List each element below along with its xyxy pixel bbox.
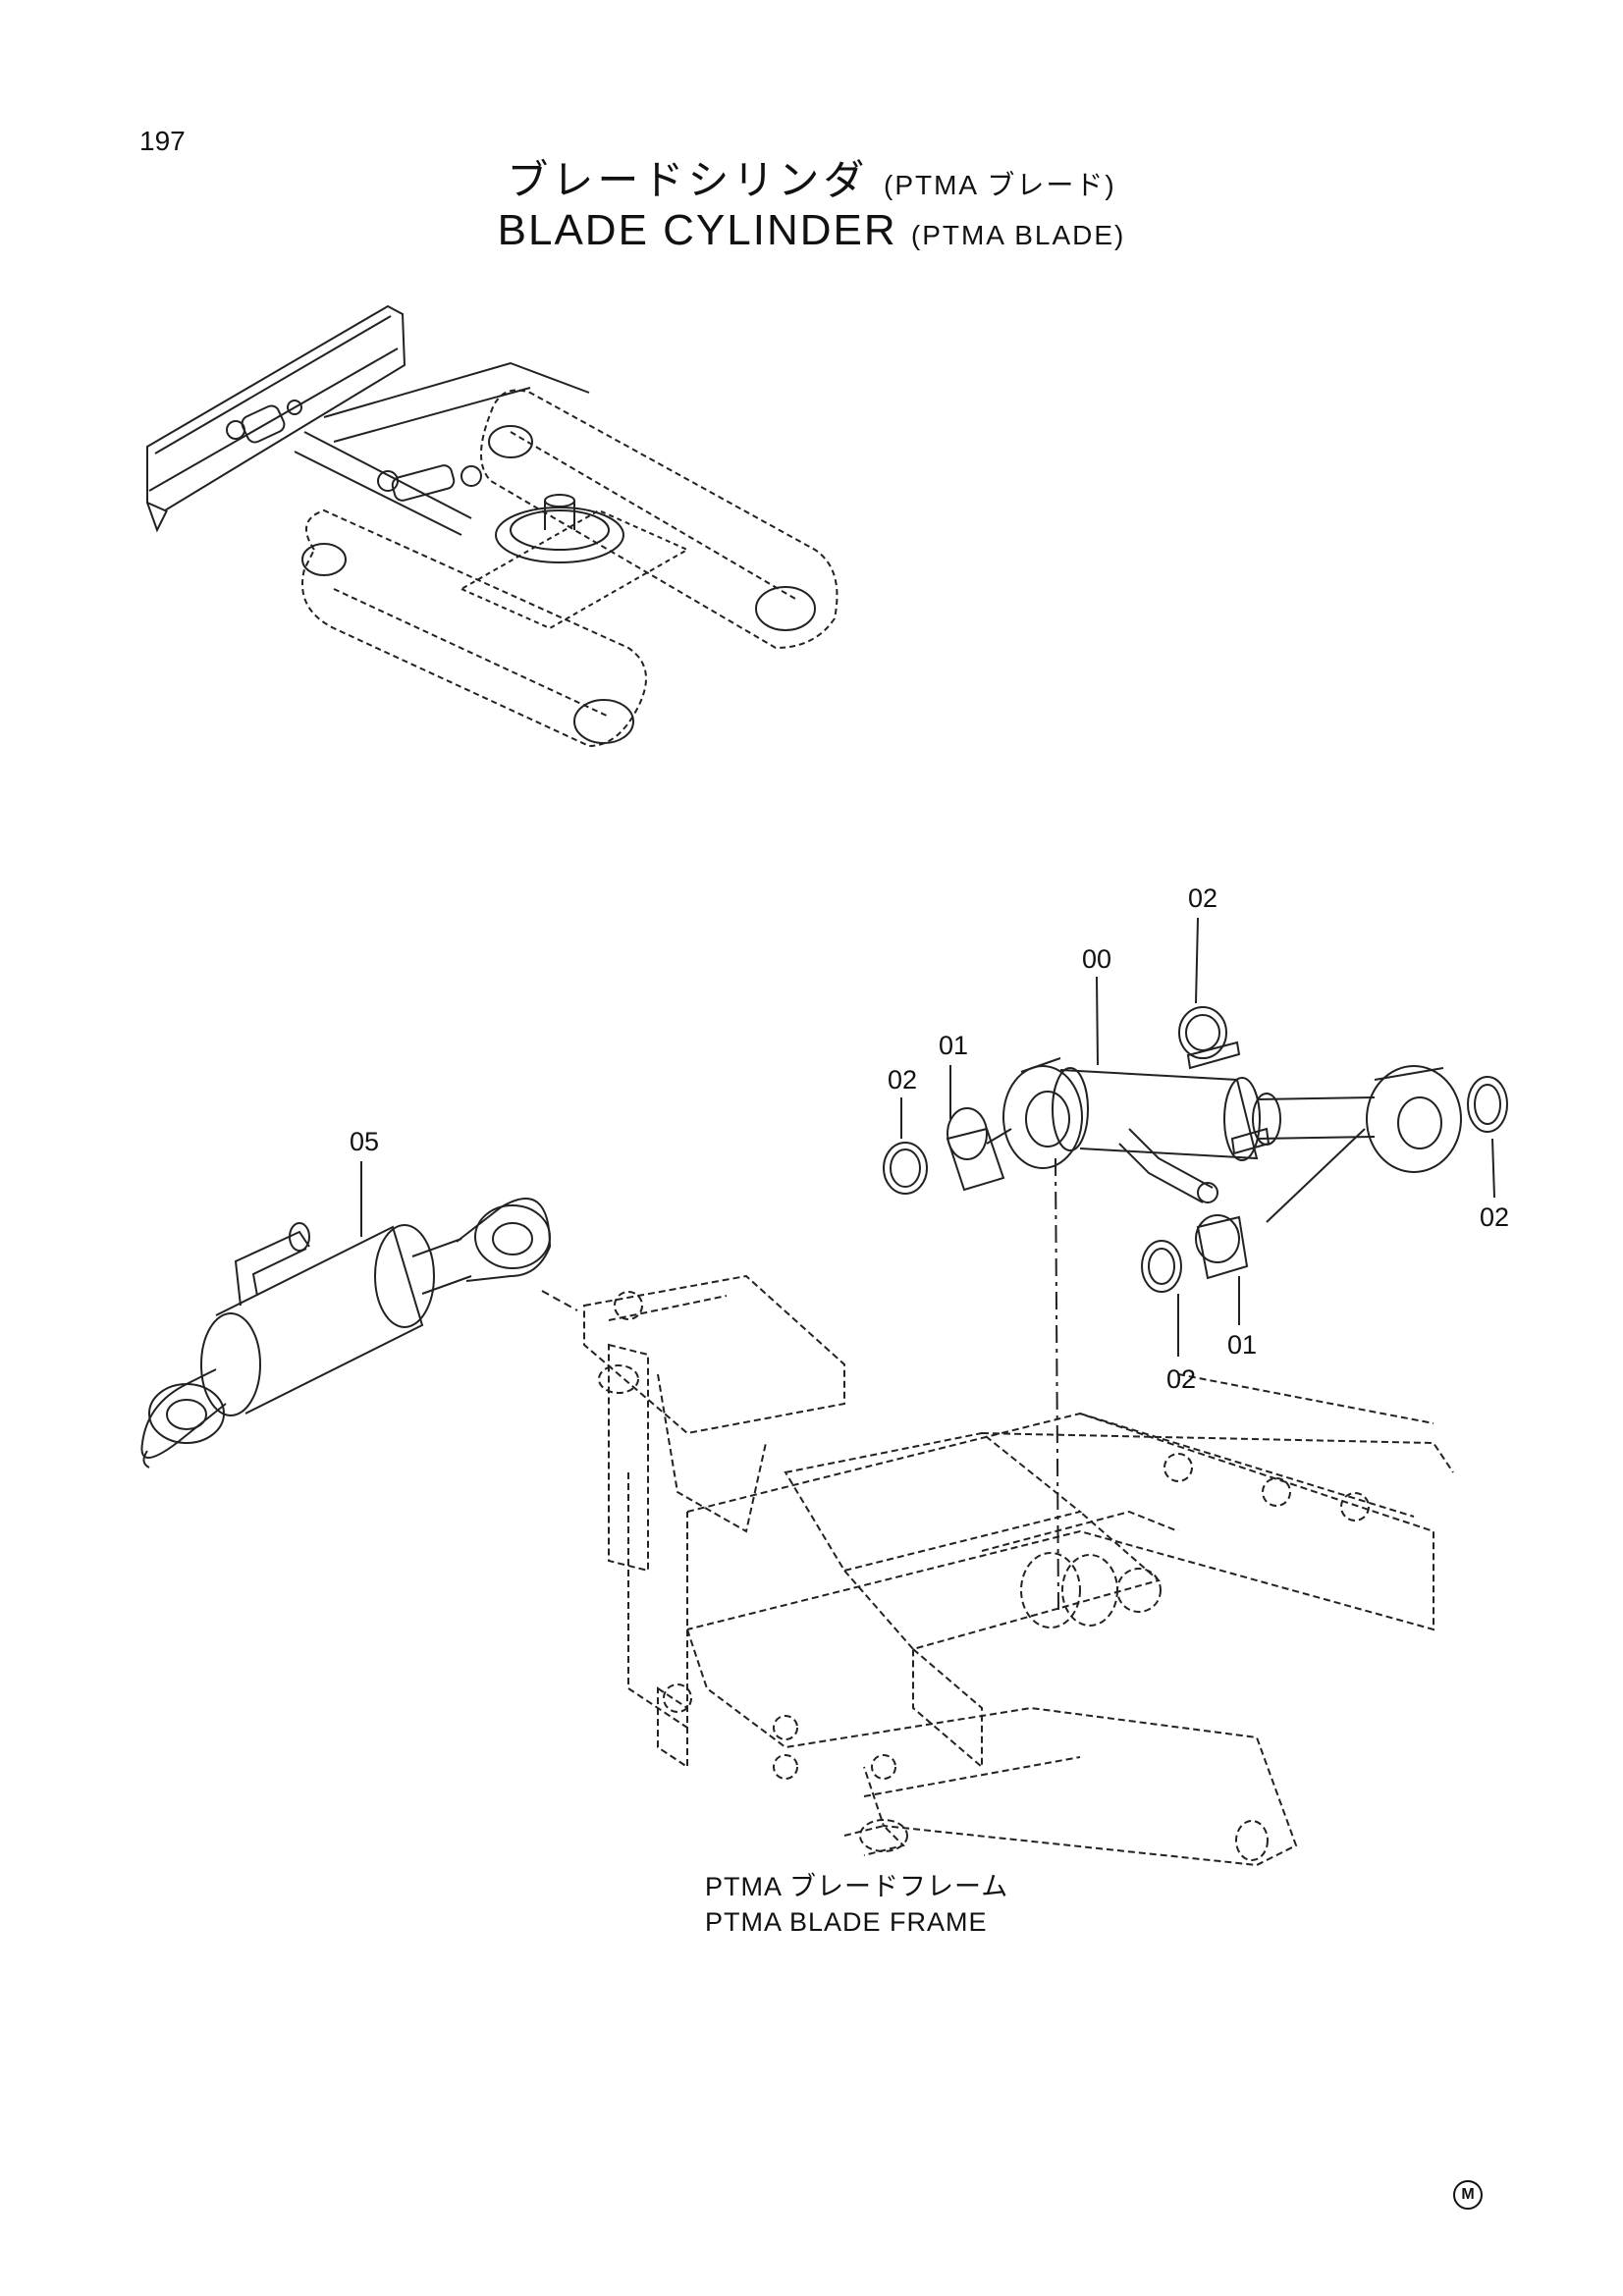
m-mark: M bbox=[1453, 2180, 1483, 2210]
title-jp-sub: (PTMA ブレード) bbox=[884, 170, 1116, 200]
title-japanese: ブレードシリンダ (PTMA ブレード) bbox=[0, 147, 1623, 207]
cylinder-assembly-exploded bbox=[883, 917, 1508, 1611]
callout-05: 05 bbox=[350, 1127, 380, 1156]
callout-01-left: 01 bbox=[939, 1031, 969, 1060]
blade-frame-caption: PTMA ブレードフレーム PTMA BLADE FRAME bbox=[705, 1869, 1008, 1940]
frame-caption-jp: PTMA ブレードフレーム bbox=[705, 1872, 1009, 1901]
page-number: 197 bbox=[139, 126, 186, 156]
callout-00: 00 bbox=[1082, 944, 1112, 974]
cylinder-05 bbox=[140, 1161, 578, 1468]
callout-02-top: 02 bbox=[1188, 883, 1218, 913]
callout-02-lower: 02 bbox=[1166, 1364, 1197, 1394]
callout-02-left: 02 bbox=[888, 1065, 918, 1095]
callout-02-right: 02 bbox=[1480, 1202, 1510, 1232]
overview-undercarriage-sketch bbox=[146, 304, 839, 748]
blade-frame bbox=[583, 1274, 1454, 1867]
title-jp-main: ブレードシリンダ bbox=[507, 157, 869, 203]
callout-01-lower: 01 bbox=[1227, 1330, 1258, 1360]
title-en-main: BLADE CYLINDER bbox=[497, 206, 897, 254]
title-english: BLADE CYLINDER (PTMA BLADE) bbox=[0, 206, 1623, 255]
title-en-sub: (PTMA BLADE) bbox=[910, 220, 1126, 250]
frame-caption-en: PTMA BLADE FRAME bbox=[705, 1907, 988, 1937]
